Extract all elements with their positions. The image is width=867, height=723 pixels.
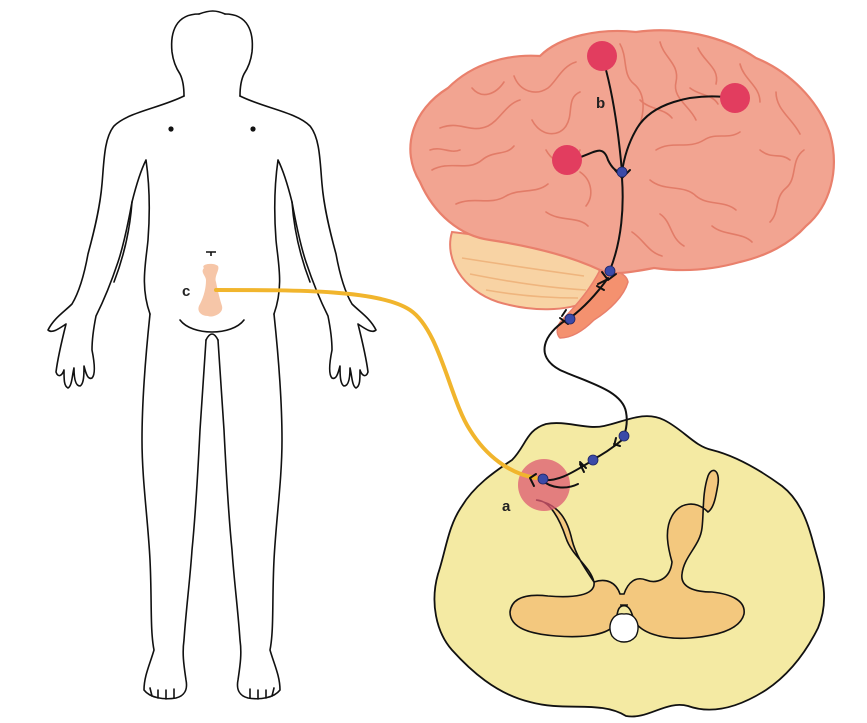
synapse-cord-upper	[618, 430, 630, 442]
head	[170, 13, 200, 97]
afferent-fiber	[214, 288, 538, 480]
terminal-6	[579, 461, 587, 473]
synapse-cord-mid	[587, 454, 599, 466]
central-canal	[609, 613, 639, 643]
label-a: a	[502, 498, 511, 515]
right-leg	[217, 313, 283, 700]
right-arm-torso	[239, 95, 377, 389]
dorsal-horn-highlight	[518, 459, 570, 511]
synapse-brainstem	[564, 313, 576, 325]
left-leg	[141, 313, 207, 700]
head-top	[198, 10, 226, 15]
right-nipple	[250, 126, 256, 132]
left-toes	[149, 687, 175, 700]
left-nipple	[168, 126, 174, 132]
spinal-cord-section	[433, 415, 825, 718]
cerebellum-folds	[461, 257, 587, 299]
terminal-5	[613, 437, 621, 447]
left-arm-torso	[47, 95, 185, 389]
navel	[206, 251, 216, 256]
terminal-3	[596, 279, 607, 291]
axon-brainstem	[569, 277, 609, 319]
synapses	[537, 166, 630, 485]
pelvic-organ	[198, 263, 223, 317]
axon-spinothalamic	[543, 319, 628, 437]
cortex-neuron-top	[587, 41, 617, 71]
spinal-cord-gray-matter	[509, 469, 745, 640]
synapse-thalamus	[616, 166, 628, 178]
crotch	[205, 333, 219, 341]
synapse-midbrain	[604, 265, 616, 277]
spinal-cord-white-matter	[433, 415, 825, 718]
left-inner-arm	[113, 201, 133, 283]
label-c: c	[182, 283, 190, 300]
terminal-2	[601, 271, 617, 281]
cerebrum	[409, 29, 835, 275]
brain-sulci	[429, 41, 805, 257]
terminal-7	[529, 473, 537, 487]
synapse-dorsal-horn	[537, 473, 549, 485]
human-body-outline	[47, 10, 377, 700]
pelvis-line	[179, 319, 245, 333]
cortex-neuron-right	[720, 83, 750, 113]
cortex-neuron-left	[552, 145, 582, 175]
axon-branch-right	[621, 95, 735, 173]
right-toes	[249, 687, 275, 700]
head-right	[224, 13, 254, 97]
label-b: b	[596, 95, 605, 112]
right-inner-arm	[291, 201, 311, 283]
axon-thalamocortical	[609, 177, 624, 271]
